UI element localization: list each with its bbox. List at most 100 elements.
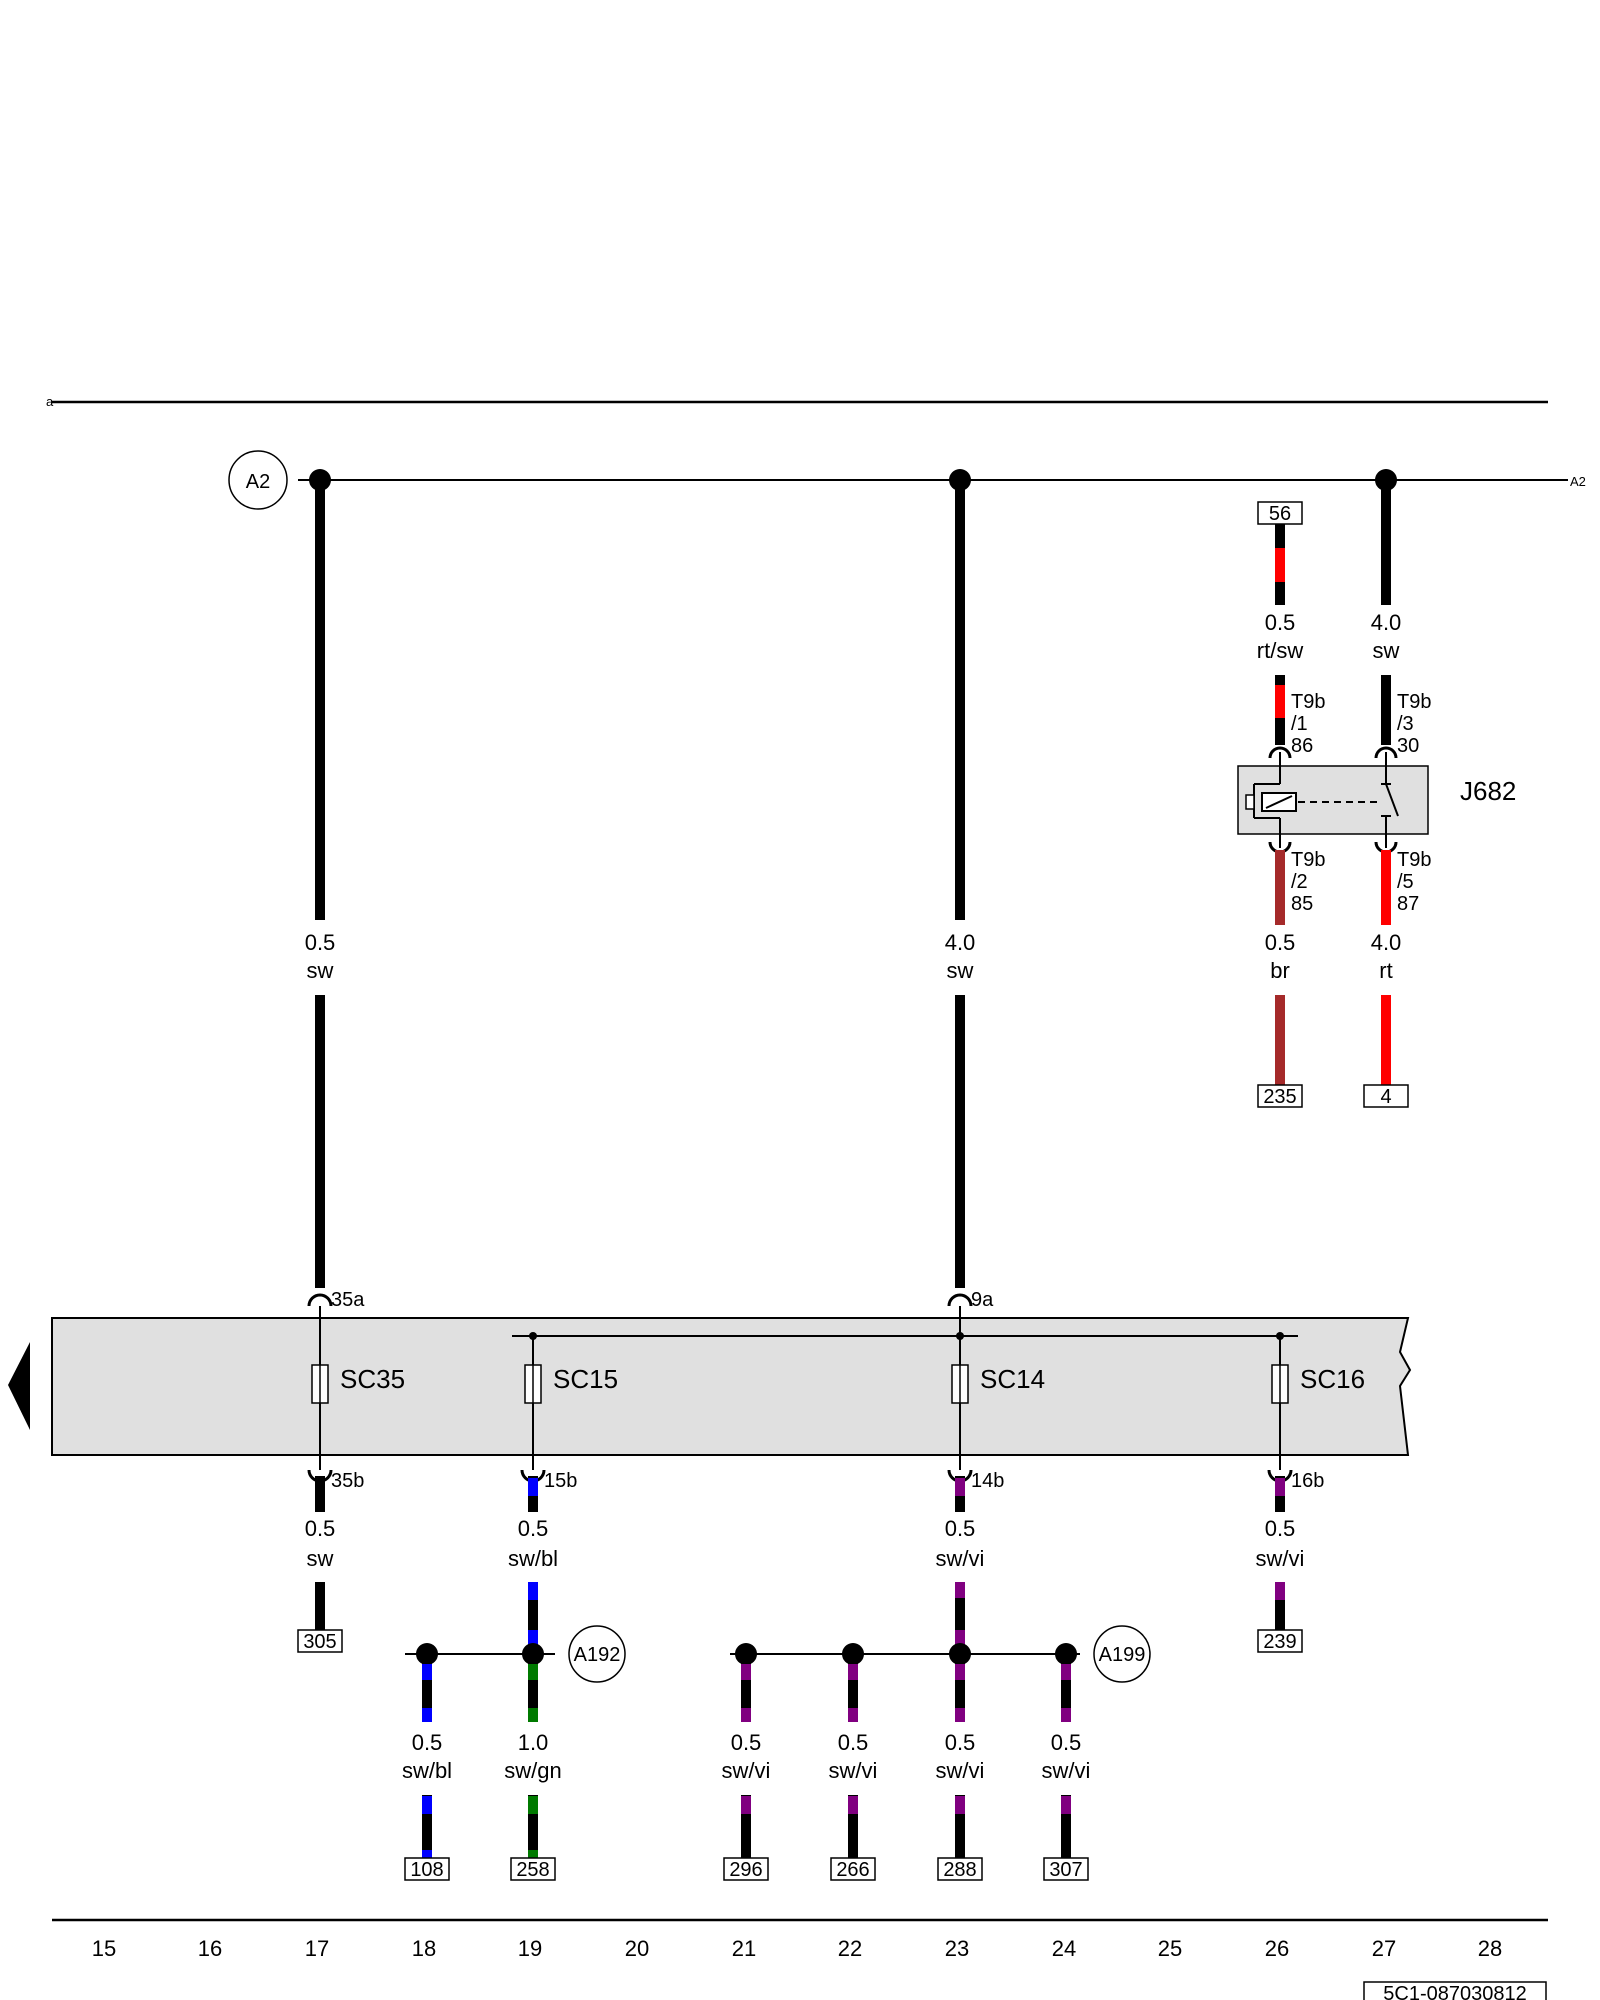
connector-label-108: 108	[410, 1859, 443, 1881]
relay-pin-30-term: 30	[1397, 735, 1419, 757]
connector-box-266	[830, 1857, 876, 1881]
wire-17-bot-color: sw	[307, 1546, 334, 1571]
grid-number: 22	[838, 1936, 862, 1961]
a2-bus-right-label: A2	[1570, 474, 1586, 489]
wire-19-bot-color: sw/bl	[508, 1546, 558, 1571]
wire-26-mid-color: br	[1270, 958, 1290, 983]
wire-24-low-size: 0.5	[1051, 1730, 1082, 1755]
relay-pin-86-conn: T9b	[1291, 691, 1325, 713]
wire-23-low-color: sw/vi	[936, 1758, 985, 1783]
connector-label-4: 4	[1380, 1086, 1391, 1108]
connector-label-56: 56	[1269, 503, 1291, 525]
fuse-block	[8, 1306, 1412, 1470]
wire-21-low-color: sw/vi	[722, 1758, 771, 1783]
wire-27-mid-size: 4.0	[1371, 930, 1402, 955]
wire-21-low-size: 0.5	[731, 1730, 762, 1755]
grid-number: 15	[92, 1936, 116, 1961]
connector-label-288: 288	[943, 1859, 976, 1881]
wire-18-low-color: sw/bl	[402, 1758, 452, 1783]
connector-box-239	[1257, 1629, 1303, 1653]
fuse-sc15-label: SC15	[553, 1364, 618, 1394]
relay-pin-30-conn: T9b	[1397, 691, 1431, 713]
connector-label-305: 305	[303, 1631, 336, 1653]
grid-number: 26	[1265, 1936, 1289, 1961]
fuse-sc35-label: SC35	[340, 1364, 405, 1394]
wire-17-top-color: sw	[307, 958, 334, 983]
fuse-35-top-pin: 35a	[331, 1289, 365, 1311]
wire-26-bot-color: sw/vi	[1256, 1546, 1305, 1571]
relay-pin-85-conn: T9b	[1291, 849, 1325, 871]
wire-26-mid-size: 0.5	[1265, 930, 1296, 955]
a2-bus-marker: A2	[228, 450, 288, 510]
connector-label-235: 235	[1263, 1086, 1296, 1108]
grid-number: 27	[1372, 1936, 1396, 1961]
wire-23-bot-color: sw/vi	[936, 1546, 985, 1571]
relay-pin-30-terminal	[1374, 746, 1398, 759]
grid-number: 18	[412, 1936, 436, 1961]
relay-pin-85-term: 85	[1291, 893, 1313, 915]
fuse-15-bottom-pin: 15b	[544, 1470, 577, 1492]
connector-label-266: 266	[836, 1859, 869, 1881]
wire-17-top-size: 0.5	[305, 930, 336, 955]
connector-box-258	[510, 1857, 556, 1881]
fuse-sc14-label: SC14	[980, 1364, 1045, 1394]
grid-number: 17	[305, 1936, 329, 1961]
wire-23-top-size: 4.0	[945, 930, 976, 955]
connector-label-258: 258	[516, 1859, 549, 1881]
wire-26-top-color: rt/sw	[1257, 638, 1304, 663]
relay-label: J682	[1460, 776, 1516, 806]
wire-27-top-size: 4.0	[1371, 610, 1402, 635]
fuse-sc16-label: SC16	[1300, 1364, 1365, 1394]
doc-id-box	[1363, 1981, 1547, 2000]
grid-numbers: 15 16 17 18 19 20 21 22 23 24 25 26 27 2…	[92, 1936, 1502, 1961]
splice-a192-label: A192	[574, 1644, 621, 1666]
fuse-block-arrow-icon	[8, 1342, 30, 1430]
wire-22-low-color: sw/vi	[829, 1758, 878, 1783]
wire-27-top-color: sw	[1373, 638, 1400, 663]
wire-22-low-size: 0.5	[838, 1730, 869, 1755]
grid-number: 25	[1158, 1936, 1182, 1961]
relay-pin-87-conn: T9b	[1397, 849, 1431, 871]
wire-19-bot-size: 0.5	[518, 1516, 549, 1541]
connector-box-305	[297, 1629, 343, 1653]
grid-number: 16	[198, 1936, 222, 1961]
fuse-35-top-terminal	[307, 1293, 333, 1307]
top-rail-label: a	[46, 394, 54, 409]
splice-a199-label: A199	[1099, 1644, 1146, 1666]
connector-label-239: 239	[1263, 1631, 1296, 1653]
relay-pin-85-pin: /2	[1291, 871, 1308, 893]
grid-number: 21	[732, 1936, 756, 1961]
relay-pin-86-pin: /1	[1291, 713, 1308, 735]
fuse-14-top-pin: 9a	[971, 1289, 994, 1311]
wire-23-bot-size: 0.5	[945, 1516, 976, 1541]
relay-switch-icon	[1385, 783, 1399, 817]
wire-23-low-size: 0.5	[945, 1730, 976, 1755]
grid-number: 24	[1052, 1936, 1076, 1961]
wire-18-low-size: 0.5	[412, 1730, 443, 1755]
fuse-35-bottom-pin: 35b	[331, 1470, 364, 1492]
relay-pin-86-terminal	[1268, 746, 1292, 759]
relay-pin-86-term: 86	[1291, 735, 1313, 757]
wire-26-top-size: 0.5	[1265, 610, 1296, 635]
connector-label-296: 296	[729, 1859, 762, 1881]
connector-box-288	[937, 1857, 983, 1881]
grid-number: 23	[945, 1936, 969, 1961]
splice-a192-marker: A192	[568, 1625, 626, 1683]
fuse-16-bottom-pin: 16b	[1291, 1470, 1324, 1492]
wire-23-top-color: sw	[947, 958, 974, 983]
grid-number: 19	[518, 1936, 542, 1961]
grid-number: 20	[625, 1936, 649, 1961]
relay-pin-30-pin: /3	[1397, 713, 1414, 735]
fuse-14-bottom-pin: 14b	[971, 1470, 1004, 1492]
wire-27-mid-color: rt	[1379, 958, 1392, 983]
a2-bus-circle-label: A2	[246, 471, 270, 493]
fuse-14-top-terminal	[947, 1293, 973, 1307]
connector-box-235	[1257, 1084, 1303, 1108]
relay-j682	[1237, 765, 1429, 835]
connector-box-307	[1043, 1857, 1089, 1881]
connector-box-4	[1363, 1084, 1409, 1108]
relay-pin-87-term: 87	[1397, 893, 1419, 915]
connector-label-307: 307	[1049, 1859, 1082, 1881]
connector-box-296	[723, 1857, 769, 1881]
